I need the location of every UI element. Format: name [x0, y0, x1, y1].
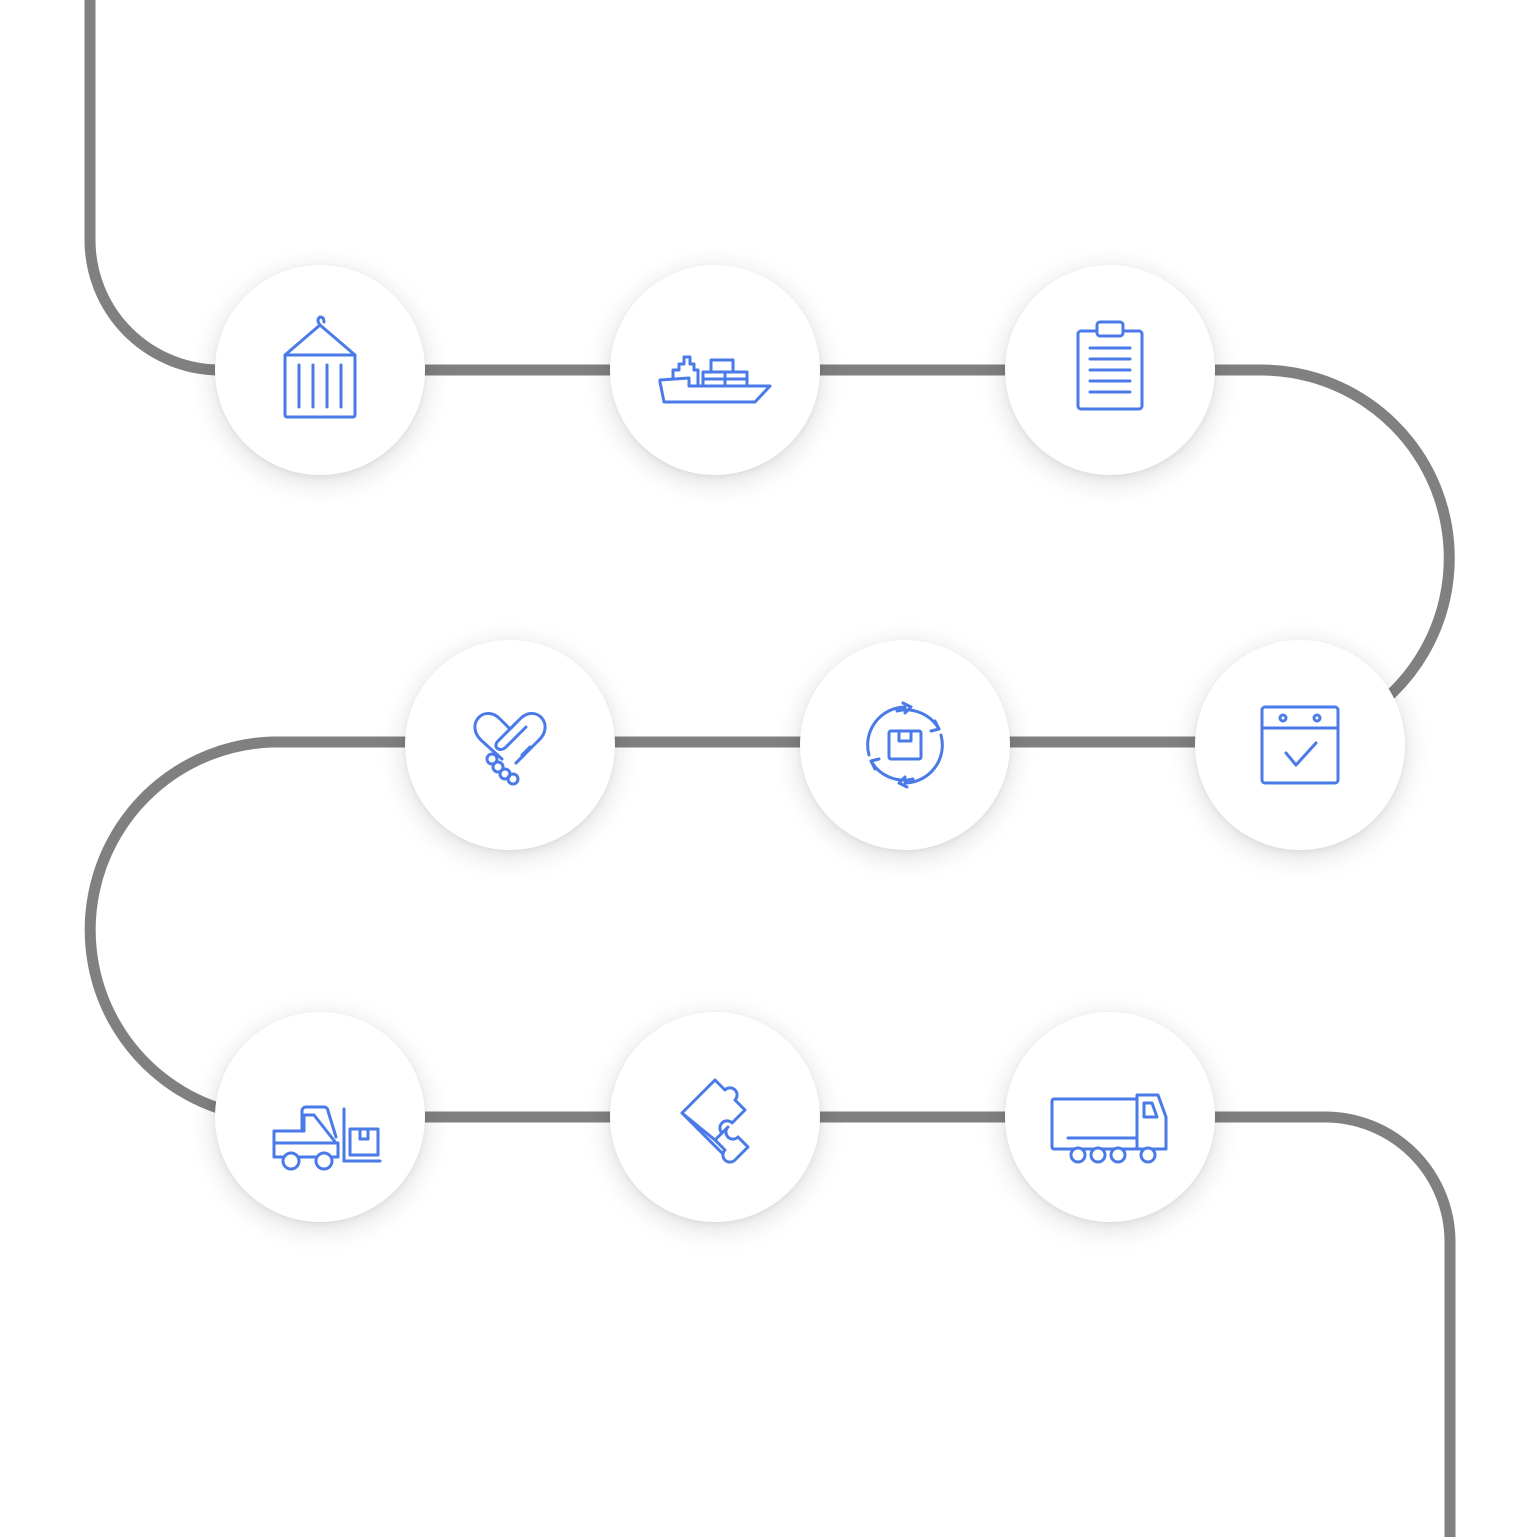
step-node-truck: [1005, 1012, 1215, 1222]
cargo-container-icon: [283, 315, 357, 419]
calendar-check-icon: [1260, 705, 1340, 785]
clipboard-icon: [1076, 320, 1144, 411]
step-node-calendar: [1195, 640, 1405, 850]
cargo-ship-icon: [658, 355, 772, 404]
package-cycle-icon: [866, 701, 944, 789]
forklift-icon: [272, 1105, 382, 1171]
puzzle-icon: [680, 1078, 750, 1164]
step-node-container: [215, 265, 425, 475]
handshake-heart-icon: [473, 711, 547, 786]
roadmap-connector-line: [84, 0, 1456, 1537]
step-node-forklift: [215, 1012, 425, 1222]
step-node-supply: [800, 640, 1010, 850]
truck-icon: [1050, 1093, 1168, 1164]
step-node-clipboard: [1005, 265, 1215, 475]
step-node-ship: [610, 265, 820, 475]
step-node-puzzle: [610, 1012, 820, 1222]
step-node-handshake: [405, 640, 615, 850]
